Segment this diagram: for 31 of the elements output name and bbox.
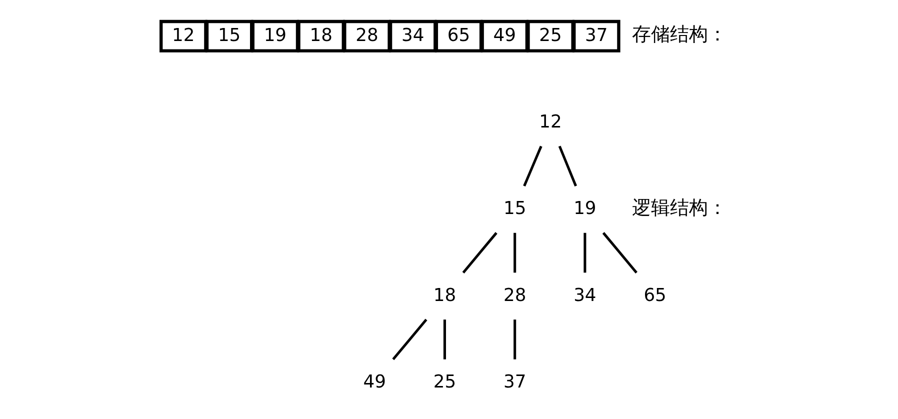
node-box: 25 xyxy=(526,20,574,52)
connector xyxy=(602,232,637,274)
connector xyxy=(522,146,542,186)
connector xyxy=(513,320,516,360)
node-text: 49 xyxy=(362,372,386,393)
label: 逻辑结构： xyxy=(631,196,726,219)
node-box: 37 xyxy=(572,20,620,52)
node-text: 65 xyxy=(643,284,666,306)
connector xyxy=(462,232,497,274)
label: 存储结构： xyxy=(631,22,726,46)
node-box: 18 xyxy=(296,20,344,52)
node-box: 28 xyxy=(342,20,390,52)
connector xyxy=(513,232,516,273)
connector xyxy=(442,320,446,360)
node-box: 19 xyxy=(250,20,299,52)
node-box: 12 xyxy=(159,20,207,52)
node-box: 15 xyxy=(204,20,253,52)
connector xyxy=(558,146,577,186)
node-text: 18 xyxy=(432,284,456,306)
node-text: 28 xyxy=(502,284,526,306)
node-box: 65 xyxy=(434,20,482,52)
node-text: 34 xyxy=(573,284,596,306)
node-text: 37 xyxy=(502,372,526,393)
node-text: 19 xyxy=(573,198,596,220)
connector xyxy=(583,232,586,273)
node-text: 15 xyxy=(502,198,526,220)
node-box: 34 xyxy=(388,20,436,52)
node-text: 25 xyxy=(432,372,456,393)
connector xyxy=(392,318,427,360)
node-text: 12 xyxy=(538,112,562,133)
node-box: 49 xyxy=(480,20,528,52)
